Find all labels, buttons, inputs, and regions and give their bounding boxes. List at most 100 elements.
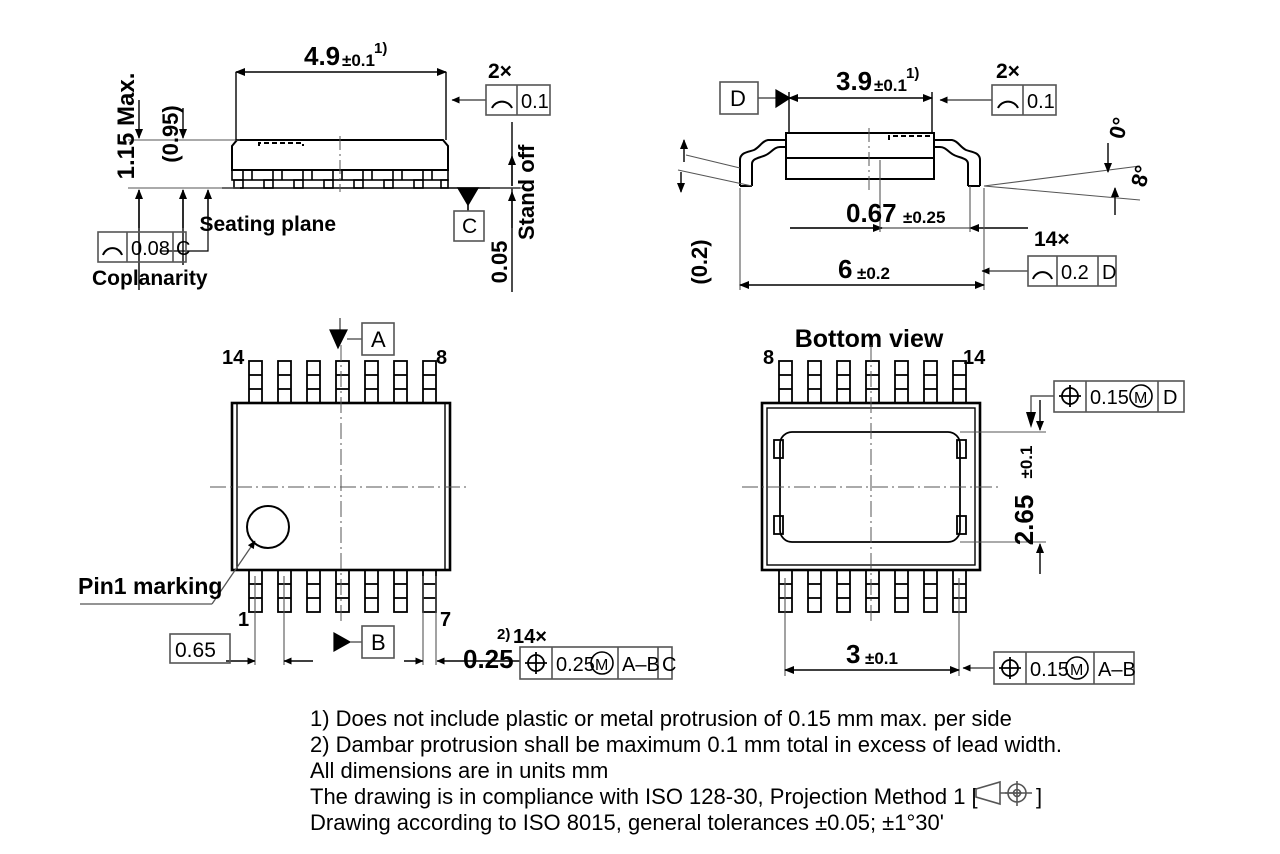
profile-of-surface-icon: [1032, 271, 1053, 280]
mmc-modifier-icon: M: [1065, 656, 1089, 680]
mmc-modifier-icon: M: [590, 651, 614, 675]
notes-block: 1) Does not include plastic or metal pro…: [310, 706, 1062, 835]
top-view-position-fcf: 0.25 M A–B C: [519, 646, 676, 680]
true-position-icon: [1059, 385, 1081, 407]
bottom-view-pin-top-left: 8: [763, 347, 774, 369]
pin1-marking-leader: [80, 540, 256, 605]
bottom-view-bottom-fcf-value: 0.15: [1030, 659, 1069, 681]
bottom-view-bottom-fcf-datums: A–B: [1098, 659, 1136, 681]
note-line-1: 1) Does not include plastic or metal pro…: [310, 706, 1012, 731]
side-view-datum-d-letter: D: [730, 86, 746, 111]
side-view-body-marking: [888, 135, 930, 140]
bottom-view-pad-width-tol: ±0.1: [865, 649, 898, 668]
bottom-view-top-fcf: 0.15 M D: [1026, 380, 1185, 428]
front-view-length-dim: [235, 68, 447, 140]
front-view-bodyheight-label: (0.95): [158, 105, 183, 162]
top-view-position-datums: A–B: [622, 654, 660, 676]
side-view-foot-value: 0.67: [846, 198, 897, 228]
side-view-width-tol: ±0.1: [874, 76, 907, 95]
top-view-pitch-dim: [226, 576, 313, 665]
top-view-pin-bottom-right: 7: [440, 609, 451, 631]
seating-plane-label: Seating plane: [199, 213, 336, 236]
side-view-width-dim: [788, 92, 933, 133]
top-view-pitch-value: 0.65: [175, 639, 216, 662]
side-view-foot-tol: ±0.25: [903, 208, 945, 227]
side-view-leadthickness-dim: [677, 139, 753, 193]
front-view-fcf-value: 0.1: [521, 91, 549, 113]
true-position-icon: [525, 652, 547, 674]
bottom-view-top-fcf-modifier: M: [1134, 390, 1147, 407]
side-view-width-sup: 1): [906, 65, 919, 82]
side-view-lead-fcf-count: 14×: [1034, 228, 1070, 251]
bottom-view-pin-top-right: 14: [963, 347, 986, 369]
pin1-marking-circle: [246, 505, 290, 549]
side-view-foot-dim: [790, 160, 1028, 232]
bottom-view-group: Bottom view 8 14: [742, 325, 1185, 685]
pin1-marking-label: Pin1 marking: [78, 573, 222, 599]
front-view-fcf-count: 2×: [488, 60, 512, 83]
bottom-view-pad-width-value: 3: [846, 639, 860, 669]
coplanarity-fcf: 0.08 C: [97, 231, 190, 263]
side-view-lead-fcf-box: 0.2 D: [981, 255, 1117, 287]
bottom-view-bottom-leads: [778, 569, 967, 613]
top-view-datum-b-letter: B: [371, 630, 386, 655]
standoff-label: Stand off: [514, 144, 539, 240]
front-view-coplanarity-leader: [160, 189, 212, 252]
note-line-4-pre: The drawing is in compliance with ISO 12…: [310, 784, 978, 809]
front-view-length-value: 4.9: [304, 41, 340, 71]
front-view-top-marking: [258, 142, 304, 146]
bottom-view-bottom-fcf-modifier: M: [1070, 662, 1083, 679]
profile-of-surface-icon: [491, 100, 513, 109]
bottom-view-pad-height-value: 2.65: [1009, 495, 1039, 546]
bottom-view-bottom-fcf: 0.15 M A–B: [962, 651, 1136, 685]
front-view-length-tol: ±0.1: [342, 51, 375, 70]
top-view-group: A 14 8: [78, 318, 676, 680]
side-view-angle-lines: [983, 143, 1141, 215]
top-view-leadwidth-value: 0.25: [463, 644, 514, 674]
side-view-total-tol: ±0.2: [857, 264, 890, 283]
mmc-modifier-icon: M: [1129, 384, 1153, 408]
profile-of-surface-icon: [997, 100, 1019, 109]
top-view-pitch-box: 0.65: [169, 633, 231, 664]
bottom-view-pad-width-dim: [784, 578, 960, 676]
coplanarity-value: 0.08: [131, 238, 170, 260]
front-view-fcf-box: 0.1: [451, 84, 551, 116]
top-view-leadwidth-count: 14×: [513, 626, 547, 648]
note-line-2: 2) Dambar protrusion shall be maximum 0.…: [310, 732, 1062, 757]
front-view-length-sup: 1): [374, 40, 387, 57]
side-view-datum-d: D: [719, 81, 792, 115]
bottom-view-title: Bottom view: [795, 325, 944, 353]
side-view-fcf-count: 2×: [996, 60, 1020, 83]
front-view-group: 1.15 Max. (0.95) 4.9 ±0.1 1) 2× 0.1: [92, 40, 551, 292]
top-view-datum-a-letter: A: [371, 327, 386, 352]
side-view-fcf-value: 0.1: [1027, 91, 1055, 113]
standoff-value: 0.05: [487, 241, 512, 284]
note-line-4-post: ]: [1036, 784, 1042, 809]
coplanarity-datum: C: [176, 238, 190, 260]
top-view-leadwidth-dim: [404, 576, 520, 665]
note-line-5: Drawing according to ISO 8015, general t…: [310, 810, 944, 835]
side-view-width-value: 3.9: [836, 66, 872, 96]
top-view-pin-bottom-left: 1: [238, 609, 249, 631]
side-view-group: D 3.9 ±0.1 1) 2× 0.1 (0.2): [677, 60, 1156, 290]
seating-plane-datum: C: [453, 187, 485, 242]
bottom-view-pad-height-tol: ±0.1: [1017, 446, 1036, 479]
top-view-datum-a: A: [329, 318, 395, 356]
true-position-icon: [999, 657, 1021, 679]
bottom-view-top-fcf-value: 0.15: [1090, 387, 1129, 409]
side-view-body: [785, 132, 935, 180]
top-view-pin-top-left: 14: [222, 347, 245, 369]
projection-method-icon: [975, 780, 1032, 806]
bottom-view-top-fcf-datum: D: [1163, 387, 1177, 409]
top-view-pin-top-right: 8: [436, 347, 447, 369]
note-line-3: All dimensions are in units mm: [310, 758, 608, 783]
side-view-leadthickness-label: (0.2): [687, 239, 712, 284]
top-view-position-value: 0.25: [556, 654, 595, 676]
side-view-lead-fcf-value: 0.2: [1061, 262, 1089, 284]
profile-of-surface-icon: [102, 247, 123, 256]
side-view-lead-fcf-datum: D: [1102, 262, 1116, 284]
side-view-total-value: 6: [838, 254, 852, 284]
top-view-leadwidth-sup: 2): [497, 626, 510, 643]
